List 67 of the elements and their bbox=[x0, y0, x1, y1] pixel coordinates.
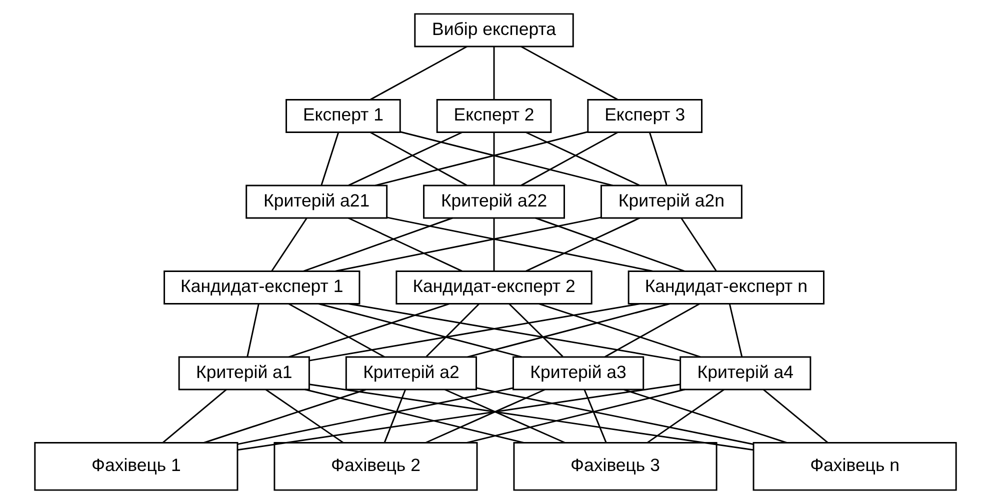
node-box: Кандидат-експерт 1 bbox=[163, 270, 360, 304]
connector bbox=[348, 132, 462, 186]
connector bbox=[237, 384, 680, 451]
connector bbox=[318, 303, 522, 358]
node-box: Критерій а22 bbox=[422, 184, 564, 219]
node-box: Критерій а2n bbox=[600, 184, 742, 219]
connector bbox=[386, 216, 652, 272]
connector bbox=[370, 46, 467, 100]
connector bbox=[648, 132, 667, 186]
connector bbox=[680, 218, 716, 272]
connector bbox=[520, 46, 618, 100]
connector bbox=[383, 389, 406, 443]
connector bbox=[583, 389, 606, 443]
node-box: Критерій а1 bbox=[178, 356, 310, 390]
connector bbox=[304, 388, 524, 444]
node-box: Експерт 1 bbox=[285, 98, 400, 133]
connector bbox=[400, 131, 612, 186]
connector bbox=[492, 46, 494, 100]
connector bbox=[623, 388, 787, 444]
connector bbox=[308, 303, 640, 362]
connector bbox=[308, 384, 753, 451]
connector bbox=[525, 217, 640, 272]
node-box: Експерт 3 bbox=[586, 98, 702, 133]
connector bbox=[302, 217, 452, 272]
connector bbox=[334, 216, 601, 272]
connector bbox=[520, 132, 618, 186]
connector bbox=[492, 132, 494, 186]
connector bbox=[288, 303, 450, 358]
connector bbox=[288, 303, 384, 358]
connector bbox=[466, 388, 684, 444]
node-box: Кандидат-експерт 2 bbox=[395, 270, 592, 304]
connector bbox=[534, 217, 684, 272]
node-box: Критерій а3 bbox=[512, 356, 644, 390]
node-box: Фахівець 3 bbox=[512, 442, 717, 491]
connector bbox=[728, 304, 742, 357]
connector bbox=[444, 388, 565, 444]
connector bbox=[369, 132, 467, 186]
node-box: Фахівець 1 bbox=[34, 442, 238, 491]
connector bbox=[320, 132, 339, 186]
node-box: Кандидат-експерт n bbox=[627, 270, 824, 304]
connector bbox=[424, 388, 545, 444]
connector bbox=[476, 387, 753, 445]
connector bbox=[162, 389, 226, 444]
connector bbox=[270, 218, 307, 272]
connector bbox=[348, 217, 462, 272]
connector bbox=[508, 303, 563, 358]
connector bbox=[425, 303, 480, 358]
connector bbox=[374, 131, 588, 186]
connector bbox=[203, 388, 366, 444]
node-box: Критерій а21 bbox=[245, 184, 388, 219]
node-box: Фахівець 2 bbox=[273, 442, 478, 491]
node-box: Критерій а4 bbox=[679, 356, 811, 390]
node-box: Експерт 2 bbox=[436, 98, 552, 133]
connector bbox=[492, 218, 494, 271]
connector bbox=[466, 303, 670, 358]
connector bbox=[762, 389, 828, 444]
node-box: Критерій а2 bbox=[344, 356, 477, 390]
connector bbox=[538, 303, 700, 358]
connector bbox=[246, 304, 259, 357]
connector bbox=[646, 389, 724, 444]
connector bbox=[604, 303, 700, 358]
node-box: Фахівець n bbox=[752, 442, 956, 491]
connector bbox=[524, 132, 640, 186]
connector bbox=[348, 303, 680, 362]
connector bbox=[264, 389, 344, 444]
connector bbox=[237, 387, 513, 445]
node-box: Вибір експерта bbox=[414, 13, 574, 48]
